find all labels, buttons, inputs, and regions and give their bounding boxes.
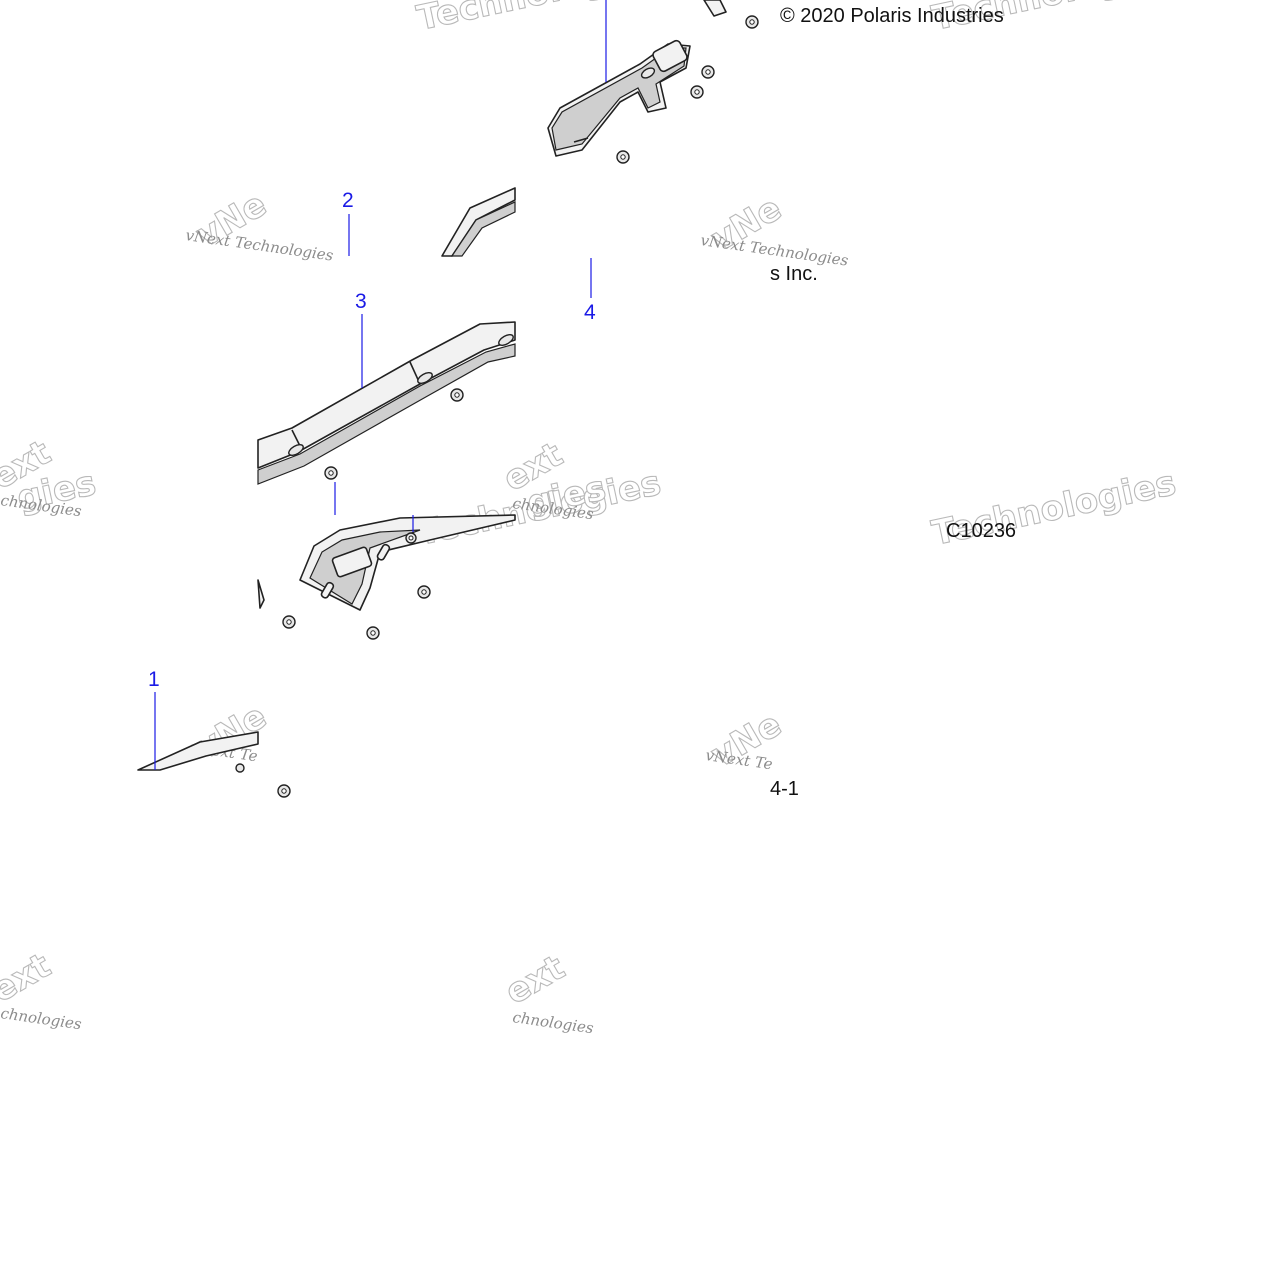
hex-nut-icon (235, 15, 759, 798)
page-ref: 4-1 (770, 778, 799, 800)
light-bar-middle (257, 321, 516, 485)
callout-4: 4 (584, 301, 596, 324)
watermark-big: Technologies (414, 0, 665, 39)
watermark-ext: ext (499, 948, 572, 1013)
callout-3: 3 (355, 290, 367, 313)
watermark-layer: Technologies Technologies Technologies T… (0, 0, 1180, 1037)
callout-2: 2 (342, 189, 354, 212)
watermark-ext: ext (0, 946, 58, 1011)
watermark-chno: chnologies (0, 1004, 83, 1033)
tail-light-lower (257, 514, 516, 611)
copyright-text: © 2020 Polaris Industries (780, 5, 1004, 27)
tail-light-upper (547, 0, 727, 157)
light-bar-lower (137, 731, 259, 771)
watermark-chno: chnologies (511, 1008, 595, 1037)
light-bar-upper (441, 187, 516, 257)
diagram-code: C10236 (946, 520, 1016, 542)
watermark-brand-line: vNext Technologies (184, 226, 334, 265)
callout-leaders (154, 0, 607, 770)
callout-1: 1 (148, 668, 160, 691)
copyright-tail: s Inc. (770, 263, 818, 285)
